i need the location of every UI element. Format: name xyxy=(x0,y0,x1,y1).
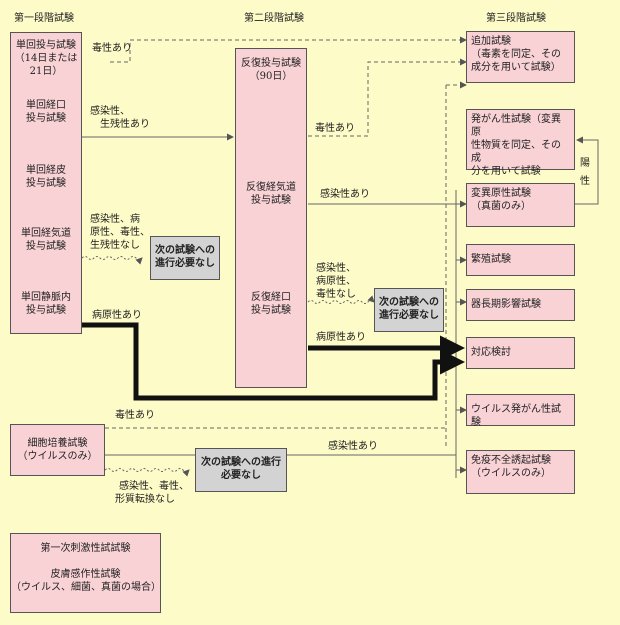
toxic-dashed-line-2 xyxy=(308,58,467,137)
header-stage1: 第一段階試験 xyxy=(14,13,74,24)
no-next-box-c: 次の試験への進行 必要なし xyxy=(195,448,287,492)
stage3-long-term-effect-test: 器長期影響試験 xyxy=(466,289,575,321)
stage1-item-intravenous: 単回静脈内 投与試験 xyxy=(21,292,71,316)
label-infect-1: 感染性あり xyxy=(320,189,370,200)
toxic-dashed-line-1 xyxy=(110,36,467,63)
stage3-additional-test: 追加試験 （毒素を同定、その 成分を用いて試験） xyxy=(466,31,575,83)
stage3-viral-carcinogenicity-test: ウイルス発がん性試験 xyxy=(466,394,575,428)
stage1-box: 単回投与試験 （14日または 21日） 単回経口 投与試験 単回経皮 投与試験 … xyxy=(10,32,82,334)
cell-culture-box: 細胞培養試験 （ウイルスのみ） xyxy=(10,424,105,476)
label-infect-2: 感染性あり xyxy=(328,441,378,452)
stage2-item-repeated: 反復投与試験 （90日） xyxy=(241,58,301,82)
label-toxic-3: 毒性あり xyxy=(115,410,155,421)
stage3-response-review: 対応検討 xyxy=(466,337,575,369)
wavy-line-b xyxy=(307,295,375,304)
label-infect-patho-toxic: 感染性、 病原性、 毒性なし xyxy=(316,263,356,300)
header-stage2: 第二段階試験 xyxy=(244,13,304,24)
header-stage3: 第三段階試験 xyxy=(486,13,546,24)
label-positive: 陽 性 xyxy=(580,158,590,187)
label-patho-2: 病原性あり xyxy=(316,332,366,343)
stage2-box: 反復投与試験 （90日） 反復経気道 投与試験 反復経口 投与試験 xyxy=(235,48,307,388)
wavy-line-c xyxy=(104,468,190,477)
patho-thick-line-1 xyxy=(82,322,465,401)
stage2-item-inhalation: 反復経気道 投与試験 xyxy=(246,182,296,206)
stage1-item-dermal: 単回経皮 投与試験 xyxy=(26,165,66,189)
label-infect-none: 感染性、病 原性、毒性、 生残性なし xyxy=(90,214,150,251)
primary-irritation-box: 第一次刺激性試試験 皮膚感作性試験 （ウイルス、細菌、真菌の場合） xyxy=(10,533,161,613)
label-infect-survival: 感染性、 生残性あり xyxy=(90,106,150,130)
stage1-item-inhalation: 単回経気道 投与試験 xyxy=(21,228,71,252)
label-toxic-1: 毒性あり xyxy=(92,43,132,54)
stage2-item-oral: 反復経口 投与試験 xyxy=(251,292,291,316)
stage3-carcinogenicity-test: 発がん性試験（変異原 性物質を同定、その成 分を用いて試験 xyxy=(466,109,575,177)
label-infect-toxic-morph: 感染性、毒性、 形質転換なし xyxy=(115,481,189,505)
stage1-item-single-dose: 単回投与試験 （14日または 21日） xyxy=(14,40,78,77)
stage3-immunodeficiency-test: 免疫不全誘起試験 （ウイルスのみ） xyxy=(466,450,575,494)
no-next-box-a: 次の試験への 進行必要なし xyxy=(150,236,220,280)
no-next-box-b: 次の試験への 進行必要なし xyxy=(374,288,444,332)
label-patho-1: 病原性あり xyxy=(92,310,142,321)
positive-feedback-line xyxy=(575,136,599,205)
stage3-mutagenicity-test: 変異原性試験 （真菌のみ） xyxy=(466,183,575,227)
stage1-item-oral: 単回経口 投与試験 xyxy=(26,100,66,124)
label-toxic-2: 毒性あり xyxy=(315,123,355,134)
wavy-line-a xyxy=(81,256,143,265)
stage3-reproduction-test: 繁殖試験 xyxy=(466,244,575,276)
